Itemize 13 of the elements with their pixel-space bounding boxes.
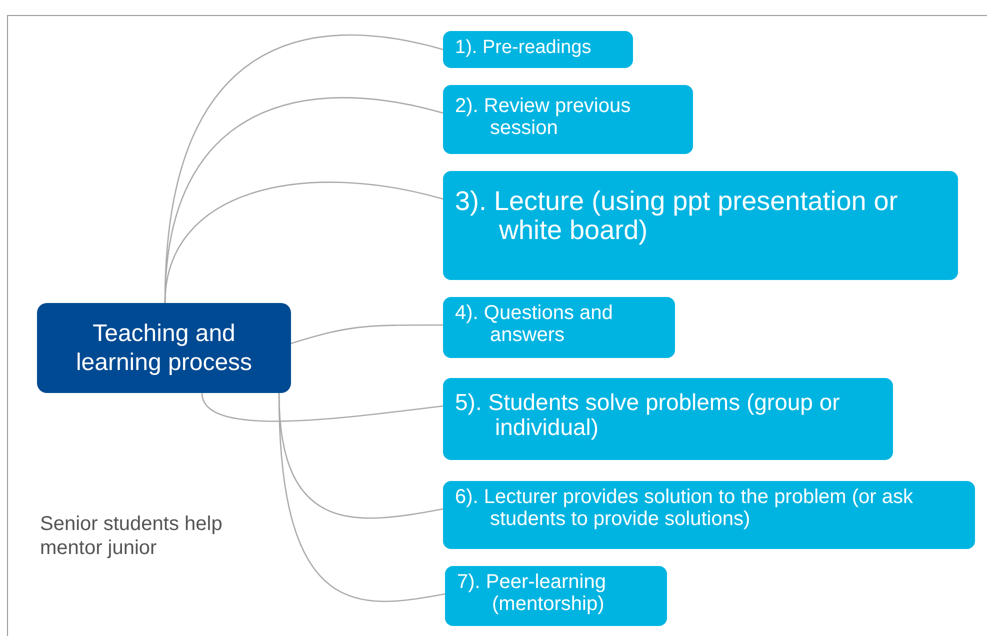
connector-line (164, 182, 444, 304)
note-text: Senior students help mentor junior (40, 512, 224, 560)
step-box: 3). Lecture (using ppt presentation or white board) (443, 171, 958, 280)
connector-line (201, 392, 444, 422)
step-box: 1). Pre-readings (443, 31, 633, 68)
connector-line (278, 392, 446, 602)
connector-line (290, 324, 443, 344)
step-box: 7). Peer-learning (mentorship) (445, 566, 667, 626)
step-box: 2). Review previous session (443, 85, 693, 154)
step-box: 5). Students solve problems (group or individual) (443, 378, 893, 460)
step-box: 6). Lecturer provides solution to the problem (or ask students to provide solutions) (443, 481, 975, 549)
topic-box: Teaching and learning process (37, 303, 291, 393)
step-box: 4). Questions and answers (443, 297, 675, 358)
